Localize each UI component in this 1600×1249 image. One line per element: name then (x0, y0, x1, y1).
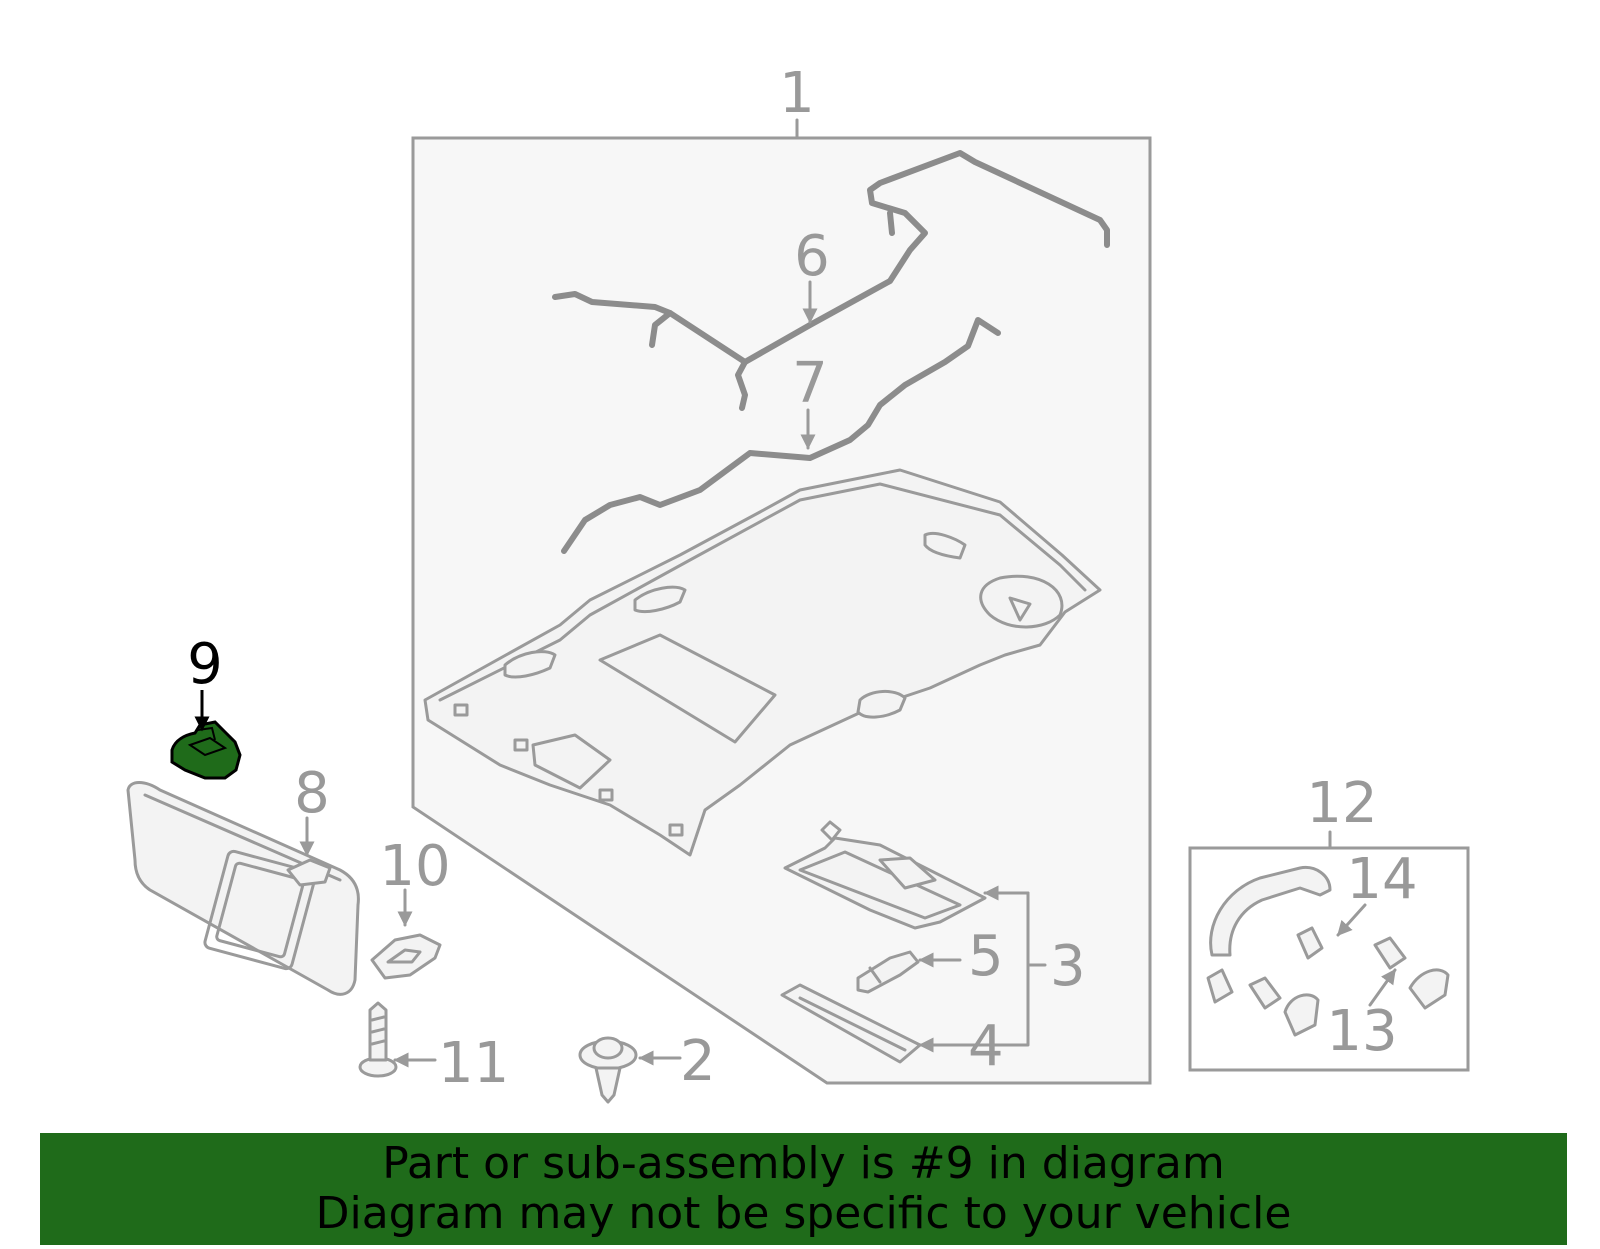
callout-5: 5 (968, 924, 1004, 989)
retainer-clip (578, 1036, 638, 1104)
callout-10: 10 (379, 834, 450, 899)
headliner-panel (423, 468, 1102, 857)
leader-14 (1336, 903, 1367, 937)
callout-1: 1 (779, 61, 815, 126)
callout-2: 2 (680, 1029, 716, 1094)
info-banner: Part or sub-assembly is #9 in diagram Di… (40, 1133, 1567, 1245)
banner-line-2: Diagram may not be specific to your vehi… (315, 1188, 1292, 1239)
screw (358, 1001, 398, 1078)
callout-3-bracket (918, 885, 1047, 1053)
callout-3: 3 (1050, 934, 1086, 999)
callout-11: 11 (438, 1031, 509, 1096)
map-lamp-bulb (856, 950, 920, 994)
highlighted-part-9[interactable] (170, 720, 242, 780)
callout-9: 9 (187, 632, 223, 697)
callout-6: 6 (794, 224, 830, 289)
callout-7: 7 (792, 351, 828, 416)
callout-8: 8 (294, 761, 330, 826)
callout-13: 13 (1326, 999, 1397, 1064)
callout-4: 4 (968, 1014, 1004, 1079)
callout-14: 14 (1346, 847, 1417, 912)
roof-wire-harness-6 (552, 150, 1110, 411)
roof-wire-harness-7 (561, 317, 1001, 554)
visor-clip (370, 933, 442, 980)
sun-visor (126, 781, 360, 996)
grab-handle-group-box (1188, 830, 1470, 1072)
banner-line-1: Part or sub-assembly is #9 in diagram (382, 1138, 1225, 1189)
callout-12: 12 (1306, 771, 1377, 836)
overhead-console (783, 820, 987, 930)
leader-13 (1368, 968, 1397, 1007)
